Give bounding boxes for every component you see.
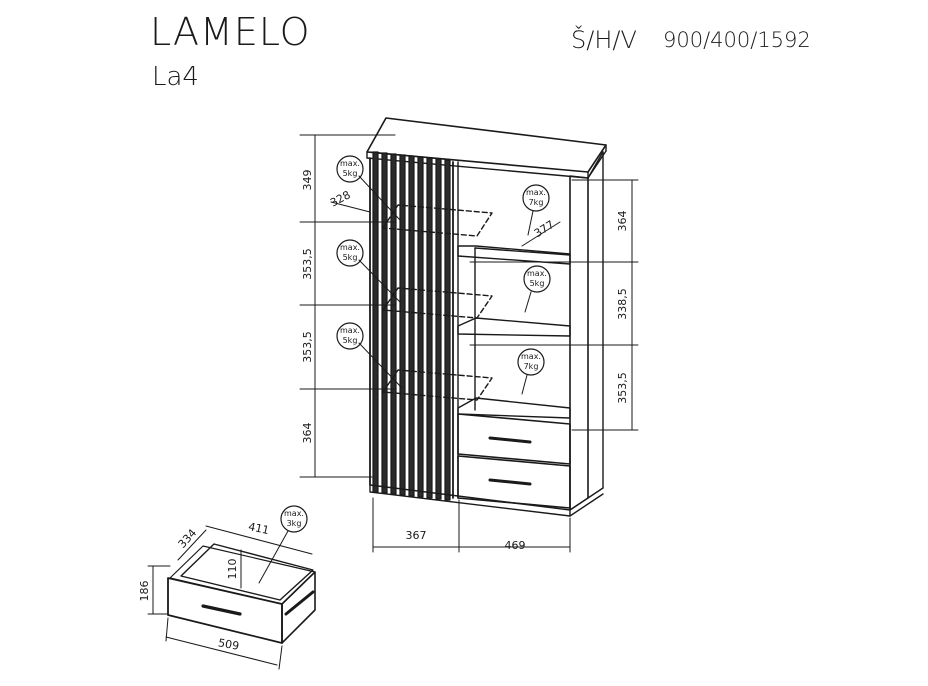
badge-max-label: max. bbox=[340, 243, 360, 252]
cabinet-drawer-2 bbox=[457, 455, 571, 509]
badge-max-label: max. bbox=[340, 159, 360, 168]
load-badge-left-1 bbox=[336, 155, 364, 183]
cabinet-plinth bbox=[569, 493, 604, 517]
lamella bbox=[435, 158, 442, 500]
dim-drawer-width: 509 bbox=[217, 636, 240, 652]
drawer-handle bbox=[201, 604, 242, 616]
drawer-inner bbox=[180, 543, 314, 601]
dimension-label: Š/H/V bbox=[571, 26, 637, 54]
dim-drawer-height: 186 bbox=[138, 581, 151, 602]
load-badge-left-2 bbox=[336, 239, 364, 267]
dim-left-shelf-2: 353,5 bbox=[301, 248, 314, 280]
dimension-line bbox=[330, 201, 371, 213]
dimension-value: 900/400/1592 bbox=[663, 28, 811, 52]
cabinet-right-side bbox=[569, 175, 589, 511]
lamella bbox=[426, 157, 433, 499]
right-shelf-3 bbox=[457, 397, 571, 419]
extension-line bbox=[165, 617, 169, 642]
badge-weight: 7kg bbox=[524, 362, 539, 371]
dim-left-shelf-3: 353,5 bbox=[301, 331, 314, 363]
drawer-side bbox=[281, 571, 316, 644]
lamella bbox=[390, 153, 397, 495]
lamella bbox=[417, 156, 424, 498]
dim-right-shelf-3: 353,5 bbox=[616, 372, 629, 404]
badge-max-label: max. bbox=[521, 352, 541, 361]
dim-right-shelf-2: 338,5 bbox=[616, 288, 629, 320]
dimension-line bbox=[205, 525, 313, 555]
badge-leader bbox=[524, 291, 532, 313]
lamella-door bbox=[369, 151, 454, 501]
right-dimensions bbox=[469, 179, 639, 431]
load-badge-right-1 bbox=[522, 184, 550, 212]
cabinet-drawing bbox=[366, 117, 607, 517]
dim-drawer-inner-height: 110 bbox=[226, 559, 239, 580]
badge-leader bbox=[358, 175, 401, 221]
drawer-detail bbox=[167, 543, 316, 644]
badge-max-label: max. bbox=[284, 509, 304, 518]
dim-drawer-inner-width: 411 bbox=[247, 520, 270, 537]
dim-drawer-depth: 334 bbox=[176, 527, 200, 551]
badge-leader bbox=[358, 342, 403, 389]
badge-max-label: max. bbox=[340, 326, 360, 335]
load-badge-right-3 bbox=[517, 348, 545, 376]
cabinet-right-back bbox=[587, 151, 604, 179]
dim-left-shelf-1: 349 bbox=[301, 170, 314, 191]
dimension-line bbox=[165, 636, 278, 666]
dimension-line bbox=[521, 221, 561, 247]
drawer-runner bbox=[284, 590, 315, 616]
drawer-2-handle bbox=[488, 478, 532, 486]
badge-leader bbox=[521, 374, 528, 395]
right-shelf-2 bbox=[457, 317, 571, 337]
badge-max-label: max. bbox=[526, 188, 546, 197]
badge-weight: 5kg bbox=[343, 336, 358, 345]
badge-weight: 5kg bbox=[343, 169, 358, 178]
badge-leader bbox=[258, 530, 289, 584]
right-shelf-1 bbox=[457, 245, 571, 265]
lamella bbox=[372, 151, 379, 493]
model-code: La4 bbox=[152, 62, 199, 92]
left-dimensions bbox=[299, 134, 396, 478]
badge-leader bbox=[358, 259, 401, 303]
dimension-line bbox=[177, 529, 207, 561]
badge-weight: 7kg bbox=[529, 198, 544, 207]
load-badge-drawer bbox=[280, 505, 308, 533]
right-shelves bbox=[457, 245, 571, 419]
left-shelf-3 bbox=[382, 369, 493, 401]
dim-bottom-left: 367 bbox=[406, 529, 427, 542]
badge-weight: 5kg bbox=[343, 253, 358, 262]
badge-weight: 3kg bbox=[287, 519, 302, 528]
lamella bbox=[444, 159, 451, 501]
right-compartment-back bbox=[474, 247, 571, 256]
load-badge-left-3 bbox=[336, 322, 364, 350]
badge-max-label: max. bbox=[527, 269, 547, 278]
product-name: LAMELO bbox=[150, 10, 311, 54]
badge-weight: 5kg bbox=[530, 279, 545, 288]
cabinet-drawer-1 bbox=[457, 413, 571, 465]
bottom-dimensions bbox=[372, 497, 571, 553]
dim-left-shelf-4: 364 bbox=[301, 423, 314, 444]
dim-bottom-right: 469 bbox=[505, 539, 526, 552]
cabinet-right-back bbox=[587, 487, 604, 499]
drawer-dimensions bbox=[147, 525, 313, 670]
badge-leader bbox=[527, 210, 534, 236]
load-badge-right-2 bbox=[523, 265, 551, 293]
dim-right-depth: 377 bbox=[532, 218, 557, 240]
dim-right-shelf-1: 364 bbox=[616, 211, 629, 232]
drawer-1-handle bbox=[488, 436, 532, 444]
extension-line bbox=[278, 645, 283, 670]
lamella-door-top bbox=[369, 151, 454, 161]
